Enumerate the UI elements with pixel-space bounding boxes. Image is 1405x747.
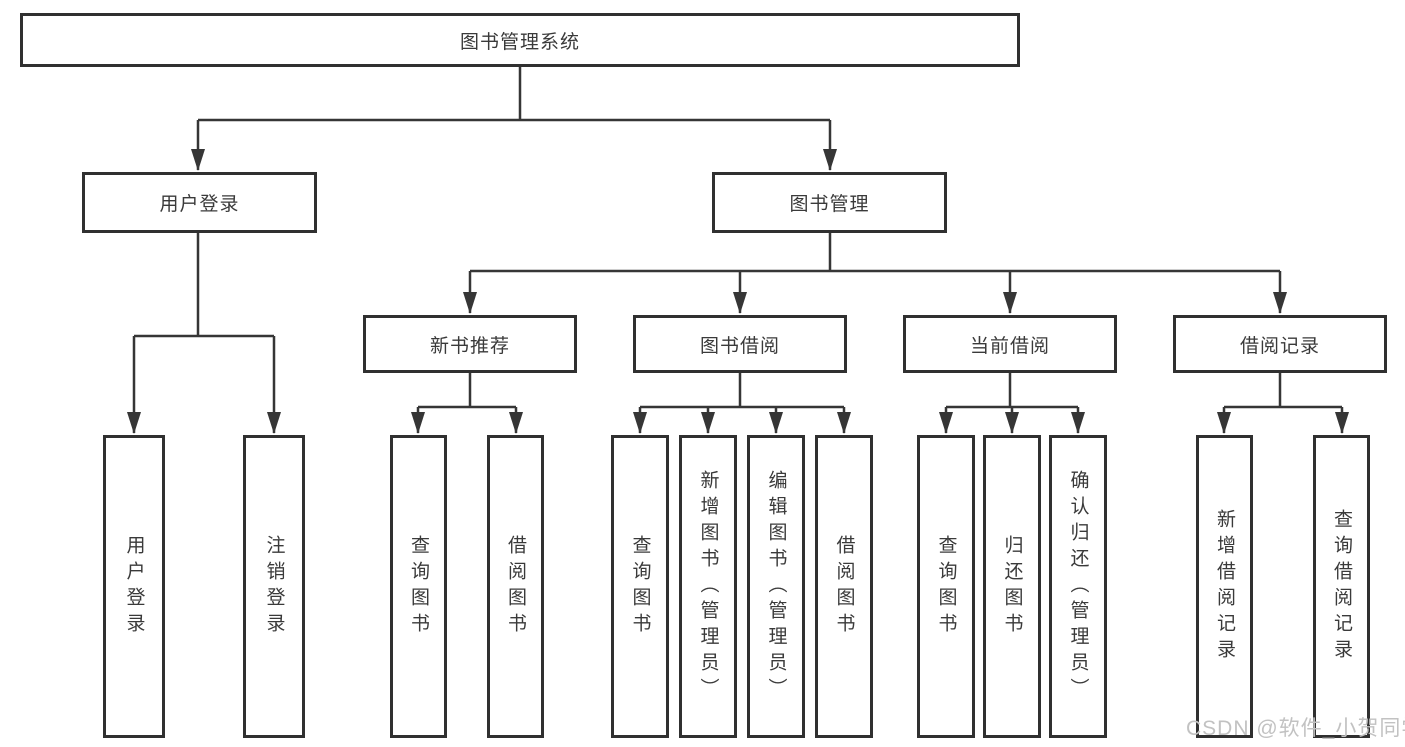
- leaf-logout: 注销登录: [243, 435, 305, 738]
- leaf-add-borrow-record: 新增借阅记录: [1196, 435, 1253, 738]
- node-book-management-label: 图书管理: [789, 194, 870, 215]
- leaf-edit-books-admin-label: 编辑图书（管理员）: [765, 469, 787, 704]
- leaf-borrow-books-label: 借阅图书: [833, 534, 855, 639]
- leaf-add-books-admin-label: 新增图书（管理员）: [697, 469, 719, 704]
- leaf-logout-label: 注销登录: [263, 534, 285, 639]
- node-new-book-recommendation-label: 新书推荐: [429, 335, 510, 357]
- node-borrowing-records-label: 借阅记录: [1239, 335, 1320, 357]
- leaf-query-borrow-record-label: 查询借阅记录: [1331, 508, 1352, 665]
- leaf-query-books-borrow: 查询图书: [611, 435, 669, 738]
- leaf-query-books-current-label: 查询图书: [935, 534, 957, 639]
- leaf-query-books-recommend-label: 查询图书: [408, 534, 429, 639]
- leaf-user-login: 用户登录: [103, 435, 165, 738]
- leaf-edit-books-admin: 编辑图书（管理员）: [747, 435, 805, 738]
- node-book-management: 图书管理: [712, 172, 947, 233]
- node-book-borrowing: 图书借阅: [633, 315, 847, 373]
- leaf-return-books: 归还图书: [983, 435, 1041, 738]
- leaf-borrow-books: 借阅图书: [815, 435, 873, 738]
- leaf-add-books-admin: 新增图书（管理员）: [679, 435, 737, 738]
- node-user-login: 用户登录: [82, 172, 317, 233]
- leaf-borrow-books-recommend-label: 借阅图书: [505, 534, 526, 639]
- leaf-confirm-return-admin-label: 确认归还（管理员）: [1067, 469, 1089, 704]
- node-user-login-label: 用户登录: [159, 194, 240, 215]
- leaf-query-borrow-record: 查询借阅记录: [1313, 435, 1370, 738]
- leaf-return-books-label: 归还图书: [1001, 534, 1023, 639]
- leaf-user-login-label: 用户登录: [123, 534, 145, 639]
- node-current-borrowing: 当前借阅: [903, 315, 1117, 373]
- node-current-borrowing-label: 当前借阅: [969, 335, 1050, 357]
- leaf-query-books-recommend: 查询图书: [390, 435, 447, 738]
- leaf-borrow-books-recommend: 借阅图书: [487, 435, 544, 738]
- node-borrowing-records: 借阅记录: [1173, 315, 1387, 373]
- node-root-label: 图书管理系统: [459, 31, 580, 53]
- node-new-book-recommendation: 新书推荐: [363, 315, 577, 373]
- node-library-management-system: 图书管理系统: [20, 13, 1020, 67]
- leaf-query-books-current: 查询图书: [917, 435, 975, 738]
- node-book-borrowing-label: 图书借阅: [699, 335, 780, 357]
- leaf-query-books-borrow-label: 查询图书: [629, 534, 651, 639]
- leaf-add-borrow-record-label: 新增借阅记录: [1214, 508, 1235, 665]
- csdn-watermark: CSDN @软件_小贺同学: [1186, 717, 1405, 740]
- leaf-confirm-return-admin: 确认归还（管理员）: [1049, 435, 1107, 738]
